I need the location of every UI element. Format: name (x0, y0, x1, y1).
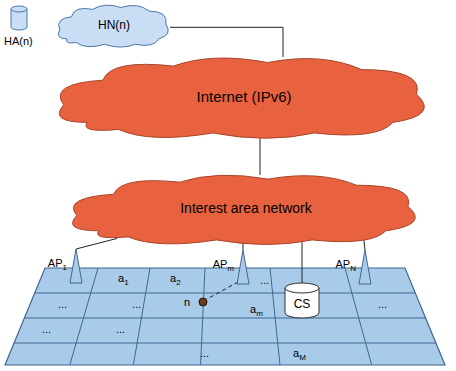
cloud-node: Interest area network (62, 170, 430, 246)
cell-index: 2 (176, 278, 180, 287)
ap-label: APm (213, 259, 234, 270)
cloud-label: Internet (IPv6) (196, 89, 291, 104)
antenna-symbol (358, 249, 372, 285)
cell-label-group: aM (293, 348, 306, 359)
cell-index: M (299, 353, 306, 362)
ap-index: m (227, 264, 234, 273)
ap-node: AP1 (44, 248, 84, 286)
cloud-label: Interest area network (180, 201, 312, 215)
cloud-node: Internet (IPv6) (48, 52, 440, 140)
cell-label: ... (58, 298, 67, 310)
network-link (260, 136, 261, 175)
cell-label: ... (260, 274, 269, 286)
cell-label-group: am (250, 304, 263, 315)
antenna-symbol (69, 248, 83, 284)
network-link (170, 27, 283, 57)
node-label: n (184, 297, 190, 308)
network-link (207, 282, 238, 299)
node-label: CS (294, 298, 311, 310)
cell-label-group: ... (132, 299, 141, 310)
ap-index: N (350, 264, 356, 273)
cell-label-group: ... (200, 348, 209, 359)
cell-label-group: a1 (118, 273, 129, 284)
ap-name: AP (336, 258, 351, 270)
cell-label: ... (116, 323, 125, 335)
cell-label: a (250, 303, 256, 315)
ap-node: APN (333, 249, 373, 287)
antenna-symbol (236, 249, 250, 285)
cell-label-group: ... (58, 299, 67, 310)
cell-label-group: ... (42, 324, 51, 335)
cell-label: ... (378, 298, 387, 310)
cell-label: a (118, 272, 124, 284)
cell-label-group: ... (116, 324, 125, 335)
ap-node: APm (211, 249, 251, 287)
cell-label-group: a2 (170, 273, 181, 284)
ha-node: HA(n) (4, 4, 40, 50)
cell-label: ... (132, 298, 141, 310)
cell-label-group: ... (378, 299, 387, 310)
database-cylinder (10, 5, 28, 31)
cloud-label: HN(n) (98, 19, 130, 31)
cell-label: ... (42, 323, 51, 335)
cloud-node: HN(n) (55, 2, 173, 48)
ap-label: APN (336, 259, 356, 270)
cell-index: m (256, 309, 263, 318)
ap-name: AP (213, 258, 228, 270)
cell-label: a (293, 347, 299, 359)
ap-label: AP1 (48, 258, 67, 269)
cs-node: CS (284, 282, 320, 319)
ap-name: AP (48, 257, 63, 269)
cell-label-group: ... (260, 275, 269, 286)
cell-label: a (170, 272, 176, 284)
terminal-dot (198, 297, 208, 307)
node-label: HA(n) (4, 36, 33, 47)
ap-index: 1 (63, 263, 67, 272)
dot-node: n (184, 294, 210, 310)
cell-label: ... (200, 347, 209, 359)
cell-index: 1 (124, 278, 128, 287)
network-link (76, 238, 117, 249)
network-link (302, 241, 303, 283)
